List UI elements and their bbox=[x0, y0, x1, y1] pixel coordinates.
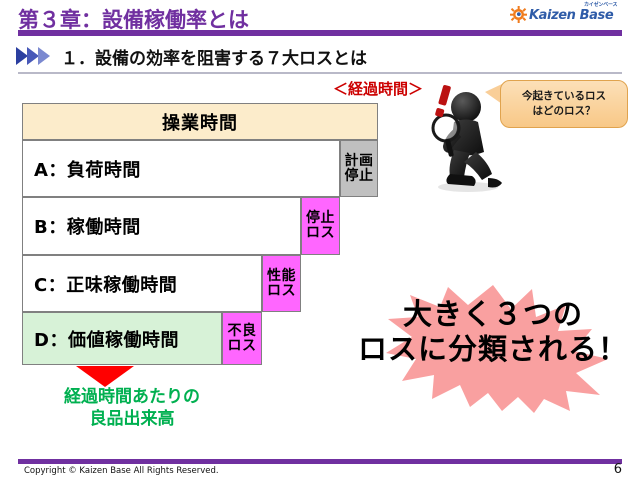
speech-bubble: 今起きているロス はどのロス？ bbox=[500, 80, 628, 128]
section-heading: １．設備の効率を阻害する７大ロスとは bbox=[16, 42, 367, 70]
loss-line-2: ロス bbox=[267, 282, 296, 299]
output-note: 経過時間あたりの 良品出来高 bbox=[22, 386, 242, 430]
page-number: 6 bbox=[613, 462, 622, 477]
loss-line-2: ロス bbox=[306, 225, 335, 241]
exclamation-mark-icon bbox=[435, 84, 451, 118]
logo-tagline: カイゼンベース bbox=[584, 2, 618, 8]
loss-cell-planned-stop: 計画 停止 bbox=[340, 140, 378, 197]
table-row: D：価値稼働時間 bbox=[22, 312, 222, 365]
row-label-d: D：価値稼働時間 bbox=[34, 329, 179, 351]
starburst-icon bbox=[386, 285, 608, 413]
loss-line-1: 性能 bbox=[267, 267, 296, 284]
loss-cell-defect: 不良 ロス bbox=[222, 312, 262, 365]
loss-line-1: 停止 bbox=[306, 210, 335, 227]
gear-sun-icon bbox=[510, 6, 527, 23]
loss-line-2: ロス bbox=[227, 337, 257, 354]
loss-line-1: 計画 bbox=[344, 152, 374, 169]
loss-cell-performance: 性能 ロス bbox=[262, 255, 301, 312]
down-arrow-icon bbox=[76, 366, 134, 387]
table-row: B：稼働時間 bbox=[22, 197, 301, 255]
page-title: 第３章：設備稼働率とは bbox=[18, 8, 249, 32]
loss-line-2: 停止 bbox=[344, 167, 374, 184]
triple-triangle-icon bbox=[16, 47, 50, 65]
kaizen-base-logo: カイゼンベース Kaizen Base bbox=[510, 2, 632, 28]
output-note-line-1: 経過時間あたりの bbox=[64, 387, 200, 407]
table-row: C：正味稼働時間 bbox=[22, 255, 262, 312]
title-divider bbox=[18, 30, 622, 36]
classification-callout-text: 大きく３つの ロスに分類される！ bbox=[352, 297, 634, 368]
burst-line-2: ロスに分類される！ bbox=[357, 332, 628, 367]
loss-structure-diagram: 操業時間 A：負荷時間 B：稼働時間 C：正味稼働時間 D：価値稼働時間 計画 … bbox=[22, 103, 378, 365]
output-note-line-2: 良品出来高 bbox=[89, 409, 175, 430]
row-label-a: A：負荷時間 bbox=[34, 159, 141, 181]
copyright-text: Copyright © Kaizen Base All Rights Reser… bbox=[24, 466, 219, 476]
footer-divider bbox=[18, 459, 622, 464]
speech-bubble-text: 今起きているロス はどのロス？ bbox=[522, 89, 606, 119]
loss-line-1: 不良 bbox=[227, 322, 257, 339]
speech-bubble-tail bbox=[485, 84, 502, 104]
diagram-header-row: 操業時間 bbox=[22, 103, 378, 140]
bubble-line-2: はどのロス？ bbox=[532, 105, 596, 117]
diagram-header-label: 操業時間 bbox=[162, 112, 238, 134]
elapsed-time-caption: ＜経過時間＞ bbox=[333, 80, 424, 98]
bubble-line-1: 今起きているロス bbox=[522, 89, 606, 102]
section-heading-label: １．設備の効率を阻害する７大ロスとは bbox=[61, 48, 367, 69]
classification-callout: 大きく３つの ロスに分類される！ bbox=[352, 283, 634, 413]
table-row: A：負荷時間 bbox=[22, 140, 340, 197]
loss-cell-stoppage: 停止 ロス bbox=[301, 197, 340, 255]
logo-name: Kaizen Base bbox=[529, 8, 614, 23]
person-with-magnifier-icon bbox=[431, 92, 502, 192]
row-label-b: B：稼働時間 bbox=[34, 217, 141, 238]
section-divider bbox=[18, 72, 622, 74]
burst-line-1: 大きく３つの bbox=[402, 297, 583, 331]
row-label-c: C：正味稼働時間 bbox=[34, 274, 178, 296]
